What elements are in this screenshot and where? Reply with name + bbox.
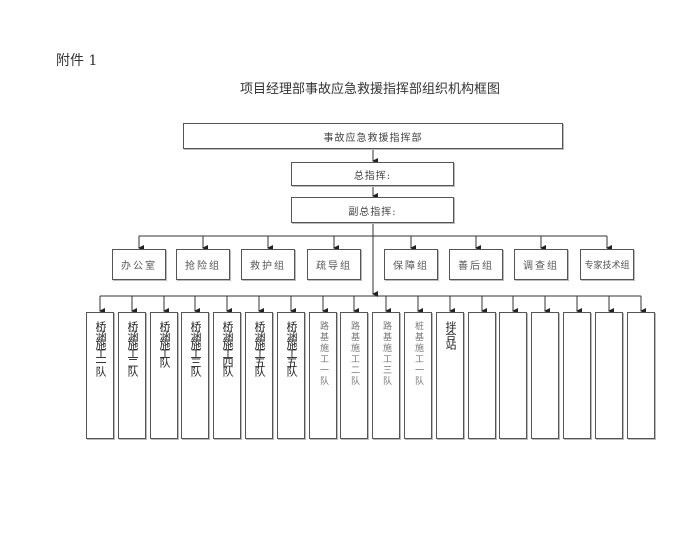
- group-box: 调查组: [514, 249, 568, 280]
- team-box: 路基施工三队: [372, 312, 400, 439]
- team-label: 路基施工一队: [318, 321, 328, 387]
- group-label: 疏导组: [316, 261, 352, 272]
- team-box: 桥涵施工一队: [86, 312, 114, 439]
- team-box: [468, 312, 496, 439]
- team-box: [563, 312, 591, 439]
- deputy-commander-label: 副总指挥:: [348, 206, 397, 218]
- team-label: 桥涵施工五队: [253, 321, 266, 375]
- group-label: 善后组: [458, 261, 494, 272]
- team-box: 桥涵施工四队: [213, 312, 241, 439]
- group-box: 疏导组: [307, 249, 361, 280]
- group-box: 救护组: [241, 249, 295, 280]
- deputy-commander-box: 副总指挥:: [291, 197, 454, 223]
- group-label: 抢险组: [185, 261, 221, 272]
- group-box: 专家技术组: [580, 249, 634, 280]
- team-box: [627, 312, 655, 439]
- command-center-box: 事故应急救援指挥部: [183, 123, 563, 149]
- group-box: 善后组: [449, 249, 503, 280]
- command-center-label: 事故应急救援指挥部: [323, 132, 423, 144]
- group-label: 保障组: [393, 261, 429, 272]
- team-label: 路基施工三队: [381, 321, 391, 387]
- team-label: 桥涵施工二队: [126, 321, 139, 375]
- commander-box: 总指挥:: [291, 162, 454, 186]
- team-box: 路基施工二队: [340, 312, 368, 439]
- team-box: 桥涵施工五队: [245, 312, 273, 439]
- team-box: 拌合站: [436, 312, 464, 439]
- group-box: 抢险组: [176, 249, 230, 280]
- team-box: [531, 312, 559, 439]
- group-label: 救护组: [250, 261, 286, 272]
- group-box: 保障组: [384, 249, 438, 280]
- team-label: 拌合站: [444, 321, 457, 348]
- attachment-label: 附件 1: [56, 53, 98, 69]
- team-label: 路基施工二队: [349, 321, 359, 387]
- group-label: 办公室: [121, 261, 157, 272]
- team-label: 桥涵施工三队: [189, 321, 202, 375]
- commander-label: 总指挥:: [353, 170, 392, 182]
- team-box: 桥涵施工五队: [277, 312, 305, 439]
- team-label: 桥涵施工队: [158, 321, 171, 366]
- team-box: [499, 312, 527, 439]
- team-label: 桩基施工一队: [413, 321, 423, 387]
- team-box: 桩基施工一队: [404, 312, 432, 439]
- group-label: 调查组: [523, 261, 559, 272]
- group-label: 专家技术组: [584, 261, 630, 271]
- team-box: 桥涵施工三队: [181, 312, 209, 439]
- team-box: 路基施工一队: [309, 312, 337, 439]
- chart-title: 项目经理部事故应急救援指挥部组织机构框图: [239, 82, 500, 97]
- team-label: 桥涵施工一队: [94, 321, 107, 375]
- team-label: 桥涵施工四队: [221, 321, 234, 375]
- team-label: 桥涵施工五队: [285, 321, 298, 375]
- team-box: 桥涵施工队: [150, 312, 178, 439]
- team-box: 桥涵施工二队: [118, 312, 146, 439]
- team-box: [595, 312, 623, 439]
- group-box: 办公室: [112, 249, 166, 280]
